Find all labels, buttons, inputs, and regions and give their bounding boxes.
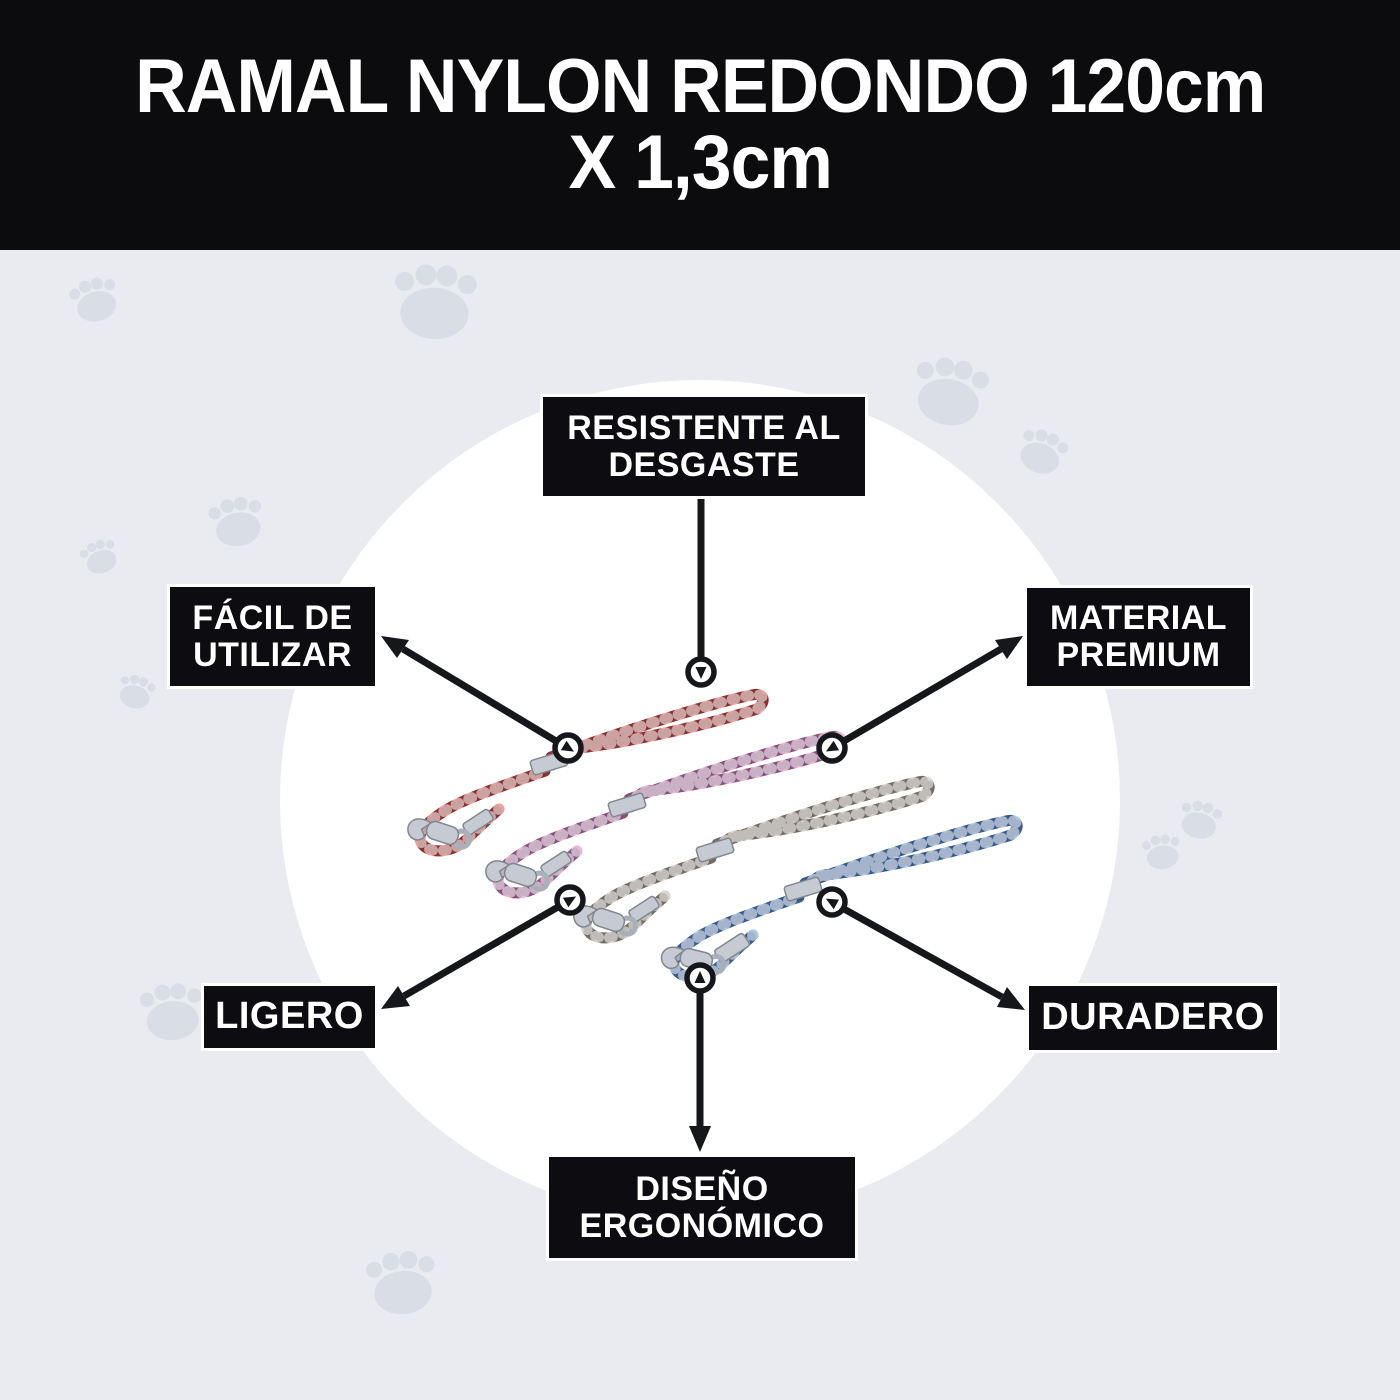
paw-icon	[66, 273, 124, 327]
taupe-leash	[571, 781, 929, 942]
title-banner: RAMAL NYLON REDONDO 120cm X 1,3cm	[0, 0, 1400, 250]
taupe-leash-hardware	[571, 837, 735, 943]
feature-label-facil: FÁCIL DE UTILIZAR	[167, 584, 378, 689]
feature-label-duradero: DURADERO	[1026, 983, 1280, 1053]
marker-ergonomico-icon	[684, 962, 716, 994]
feature-label-line: FÁCIL DE	[192, 598, 353, 637]
paw-icon	[1012, 423, 1072, 481]
paw-icon	[77, 535, 123, 579]
paw-icon	[908, 353, 992, 431]
paw-icon	[1140, 832, 1184, 872]
marker-resistente-icon	[685, 656, 717, 688]
arrowhead-facil-icon	[381, 636, 409, 658]
paw-icon	[206, 493, 268, 551]
arrow-line-facil	[401, 646, 558, 744]
feature-label-line: UTILIZAR	[193, 635, 352, 674]
arrowhead-material-icon	[995, 636, 1023, 659]
arrowhead-duradero-icon	[997, 987, 1025, 1010]
callout-arrows	[381, 498, 1025, 1152]
marker-facil-icon	[552, 732, 584, 764]
paw-icon	[138, 981, 206, 1043]
callout-markers	[552, 656, 848, 994]
arrow-line-duradero	[842, 905, 1004, 1001]
hero-circle-background	[280, 380, 1120, 1220]
feature-label-line: MATERIAL	[1049, 599, 1228, 638]
paw-icon	[364, 1248, 440, 1318]
feature-label-line: RESISTENTE AL	[567, 408, 841, 447]
page-title-line2: X 1,3cm	[568, 120, 832, 205]
marker-duradero-icon	[816, 886, 848, 918]
feature-label-material: MATERIAL PREMIUM	[1024, 585, 1253, 689]
arrowhead-ergonomico-icon	[689, 1126, 711, 1152]
feature-label-line: LIGERO	[215, 995, 364, 1038]
page-title: RAMAL NYLON REDONDO 120cm X 1,3cm	[135, 49, 1266, 201]
feature-label-line: PREMIUM	[1056, 636, 1221, 674]
paw-icon	[1175, 797, 1225, 843]
feature-label-ligero: LIGERO	[201, 983, 378, 1051]
arrow-line-material	[842, 645, 1003, 745]
feature-label-line: DESGASTE	[608, 445, 800, 484]
arrow-line-ligero	[402, 903, 560, 1000]
paw-icon	[392, 262, 478, 342]
feature-label-line: DISEÑO	[635, 1169, 769, 1208]
page-title-line1: RAMAL NYLON REDONDO 120cm	[134, 44, 1266, 129]
marker-ligero-icon	[554, 884, 586, 916]
feature-label-line: DURADERO	[1041, 996, 1265, 1039]
blue-leash	[659, 820, 1017, 980]
feature-label-ergonomico: DISEÑO ERGONÓMICO	[546, 1154, 858, 1261]
blue-leash-hardware	[659, 876, 823, 981]
pink-leash-hardware	[483, 792, 647, 898]
paw-icon	[114, 671, 158, 713]
marker-material-icon	[816, 732, 848, 764]
feature-label-resistente: RESISTENTE AL DESGASTE	[540, 394, 868, 499]
pink-leash	[483, 736, 841, 897]
feature-label-line: ERGONÓMICO	[579, 1206, 825, 1245]
arrowhead-ligero-icon	[381, 986, 410, 1009]
